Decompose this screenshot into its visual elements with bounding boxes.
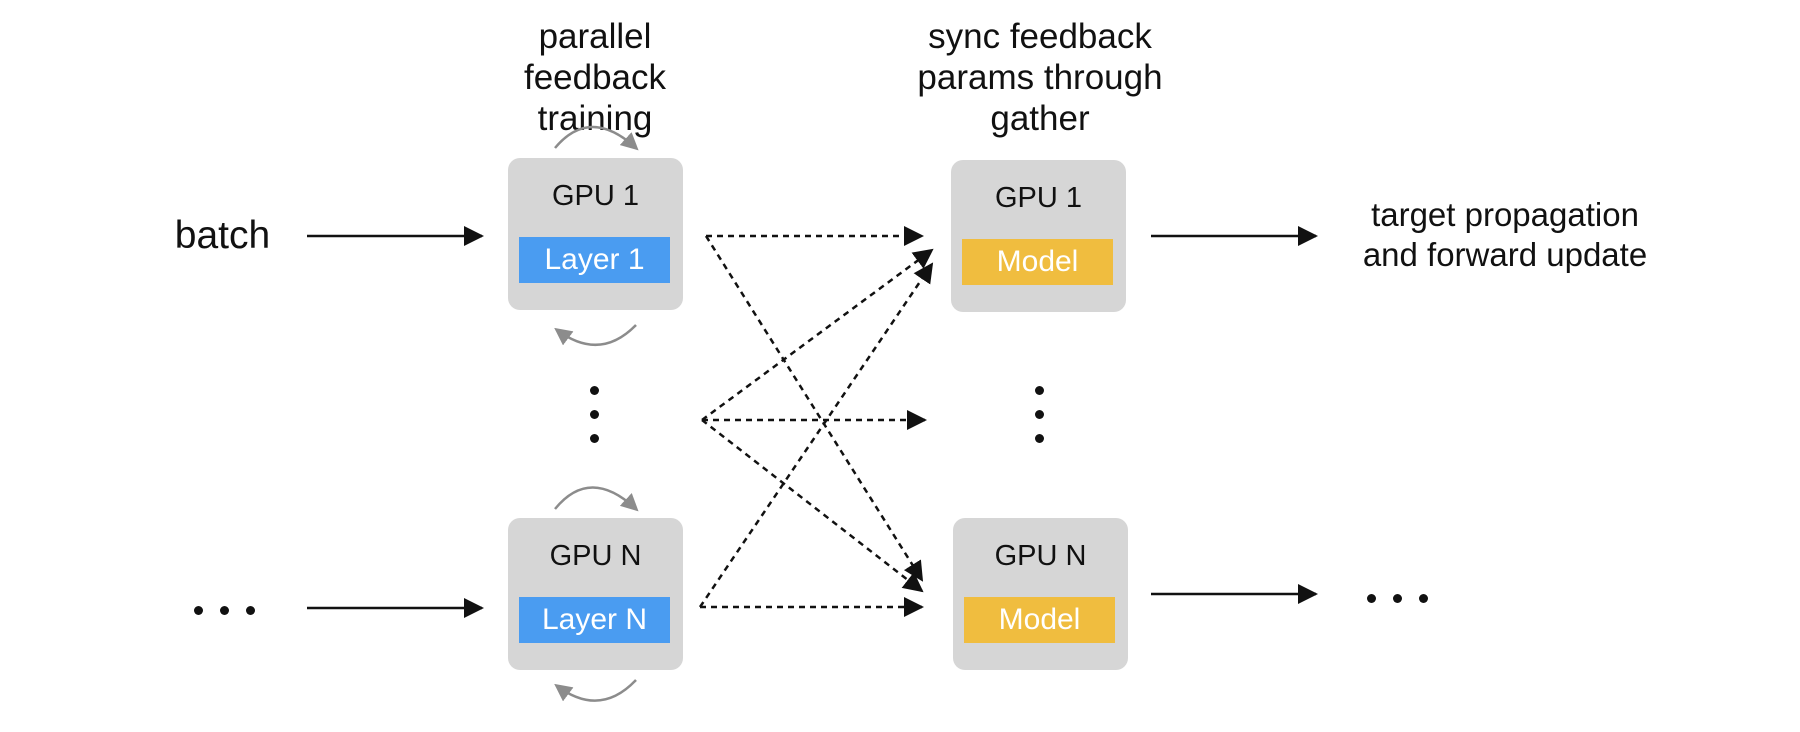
- model-chip: Model: [962, 239, 1113, 285]
- left-gpu-1-box: GPU 1 Layer 1: [508, 158, 683, 310]
- gather-mid-to-n: [701, 419, 924, 593]
- batch-label: batch: [174, 214, 271, 257]
- layer-chip: Layer 1: [519, 237, 670, 283]
- parallel-training-label: parallel feedback training: [523, 17, 667, 138]
- layer-chip: Layer N: [519, 597, 670, 643]
- output-ellipsis: [1367, 590, 1445, 608]
- sync-params-label: sync feedback params through gather: [917, 17, 1163, 138]
- right-gpu-n-box: GPU N Model: [953, 518, 1128, 670]
- gpu-title: GPU 1: [994, 182, 1083, 214]
- batch-ellipsis: [194, 602, 272, 620]
- left-gpu-n-box: GPU N Layer N: [508, 518, 683, 670]
- gpu-title: GPU N: [994, 540, 1087, 572]
- model-chip: Model: [964, 597, 1115, 643]
- loop-arrow-bottom-n: [554, 679, 637, 702]
- left-vertical-ellipsis: [590, 386, 600, 458]
- loop-arrow-bottom-1: [554, 324, 637, 346]
- gather-1-to-n: [704, 235, 924, 582]
- loop-arrow-top-n: [554, 486, 639, 512]
- gpu-title: GPU N: [549, 540, 642, 572]
- loop-arrow-top-1: [554, 125, 639, 151]
- right-vertical-ellipsis: [1035, 386, 1045, 458]
- output-label: target propagation and forward update: [1362, 196, 1648, 273]
- gather-mid-to-1: [701, 248, 934, 422]
- gather-n-to-1: [698, 262, 934, 608]
- gpu-title: GPU 1: [551, 180, 640, 212]
- right-gpu-1-box: GPU 1 Model: [951, 160, 1126, 312]
